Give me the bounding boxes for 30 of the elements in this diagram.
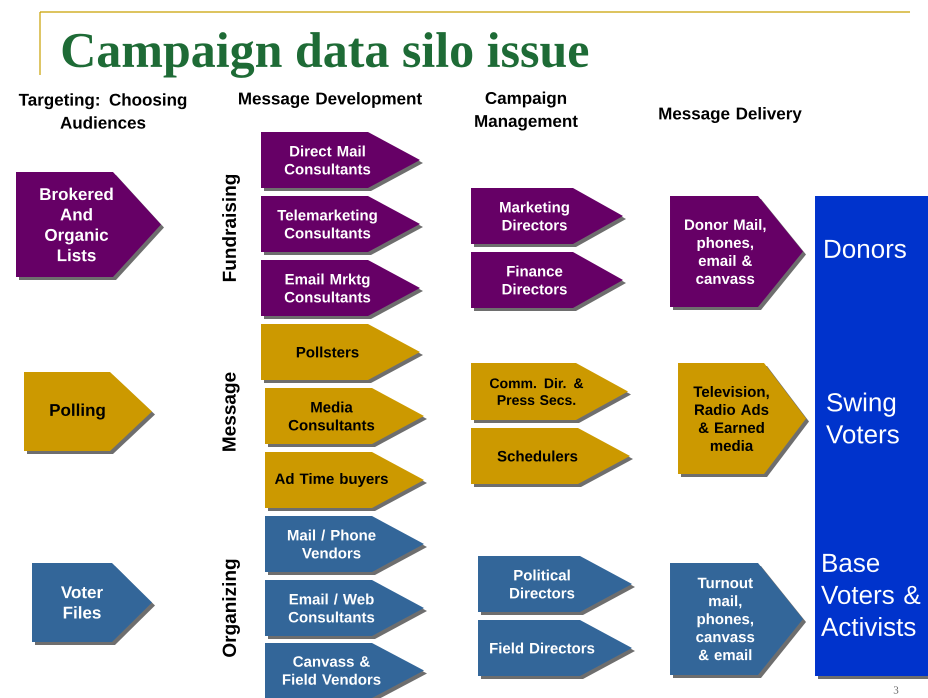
arrow-box: Comm. Dir. & Press Secs. bbox=[471, 363, 631, 423]
arrow-box: Field Directors bbox=[478, 620, 635, 679]
arrow-box: Pollsters bbox=[261, 324, 423, 383]
arrow-box: Email Mrktg Consultants bbox=[261, 260, 423, 319]
arrow-box: Voter Files bbox=[32, 563, 155, 645]
arrow-box: Media Consultants bbox=[265, 388, 427, 447]
row-heading: Organizing bbox=[222, 560, 240, 657]
arrow-box: Marketing Directors bbox=[471, 188, 626, 247]
row-heading: Fundraising bbox=[222, 174, 240, 282]
arrow-box: Finance Directors bbox=[471, 252, 626, 311]
arrow-box: Telemarketing Consultants bbox=[261, 196, 423, 255]
arrow-box: Donor Mail, phones, email & canvass bbox=[670, 196, 806, 310]
arrow-box: Ad Time buyers bbox=[265, 452, 427, 511]
row-heading: Message bbox=[222, 372, 240, 451]
arrow-box: Canvass & Field Vendors bbox=[265, 643, 427, 698]
arrow-box: Television, Radio Ads & Earned media bbox=[678, 363, 810, 477]
audience-panel: Donors Swing Voters Base Voters & Activists bbox=[815, 196, 928, 679]
column-heading: Campaign Management bbox=[475, 92, 578, 130]
arrow-box: Email / Web Consultants bbox=[265, 580, 427, 639]
arrow-box: Brokered And Organic Lists bbox=[16, 172, 164, 280]
title: Campaign data silo issue bbox=[62, 32, 588, 78]
arrow-box: Turnout mail, phones, canvass & email bbox=[670, 563, 806, 678]
arrow-box: Direct Mail Consultants bbox=[261, 132, 423, 191]
arrow-box: Polling bbox=[24, 372, 155, 454]
column-heading: Message Development bbox=[239, 92, 422, 108]
column-heading: Message Delivery bbox=[659, 107, 802, 123]
arrow-box: Political Directors bbox=[478, 556, 635, 615]
arrow-box: Schedulers bbox=[471, 428, 633, 487]
column-heading: Targeting: Choosing Audiences bbox=[18, 93, 186, 129]
arrow-box: Mail / Phone Vendors bbox=[265, 516, 427, 575]
